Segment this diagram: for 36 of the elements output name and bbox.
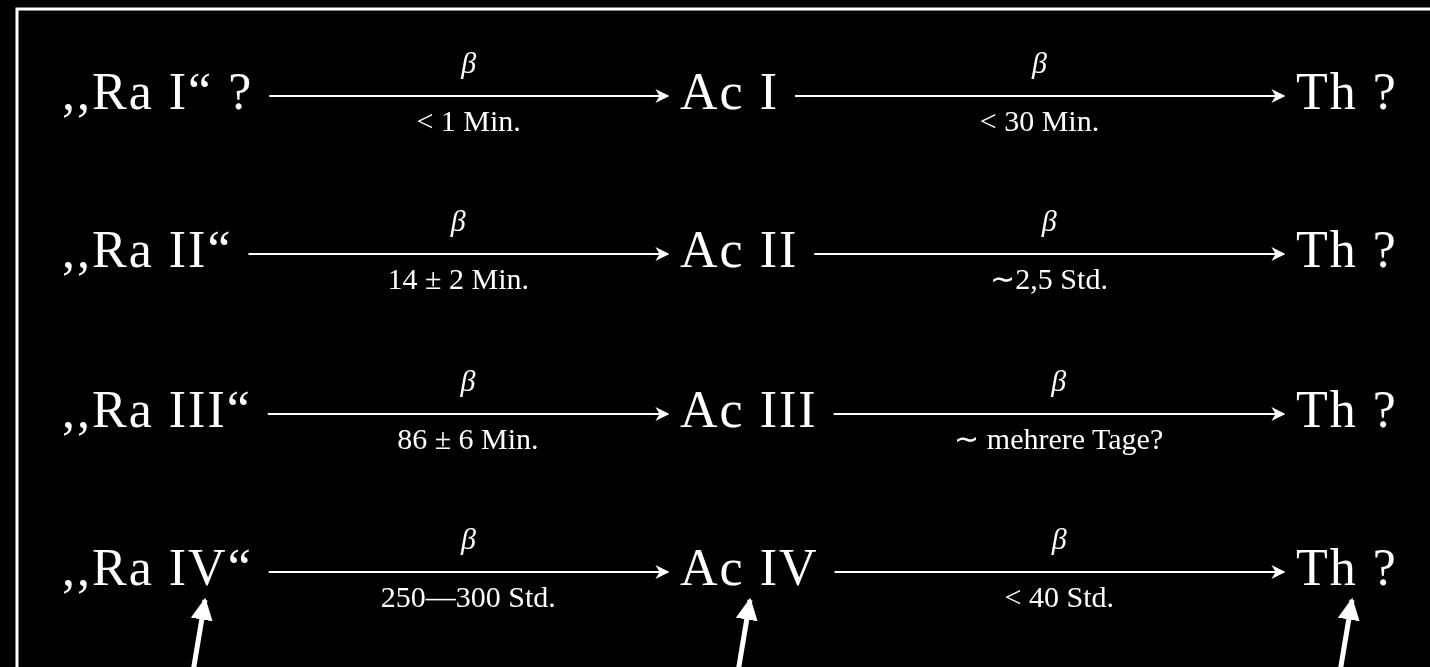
edge-label: β: [1051, 364, 1067, 398]
arrow: [813, 247, 1286, 261]
nuclide-label: ,,Ra I“ ?: [62, 64, 254, 120]
arrow: [267, 565, 670, 579]
arrow: [247, 247, 670, 261]
half-life-label: 14 ± 2 Min.: [387, 262, 529, 296]
nuclide-label: Ac II: [680, 222, 799, 278]
half-life-label: ∼2,5 Std.: [990, 262, 1108, 296]
nuclide-label: Th ?: [1296, 540, 1398, 596]
edge-label: β: [1051, 522, 1067, 556]
arrow: [793, 89, 1286, 103]
arrow: [266, 407, 670, 421]
arrow: [832, 407, 1286, 421]
nuclide-label: ,,Ra II“: [62, 222, 233, 278]
half-life-label: < 30 Min.: [979, 104, 1100, 138]
nuclide-label: ,,Ra IV“: [62, 540, 253, 596]
nuclide-label: ,,Ra III“: [62, 382, 252, 438]
half-life-label: 250—300 Std.: [380, 580, 556, 614]
edge-label: β: [461, 46, 477, 80]
edge-label: β: [460, 364, 476, 398]
nuclide-label: Th ?: [1296, 222, 1398, 278]
edge-label: β: [460, 522, 476, 556]
nuclide-label: Th ?: [1296, 382, 1398, 438]
nuclide-label: Ac IV: [680, 540, 819, 596]
nuclide-label: Ac I: [680, 64, 779, 120]
edge-label: β: [450, 204, 466, 238]
edge-label: β: [1032, 46, 1047, 80]
half-life-label: < 40 Std.: [1004, 580, 1114, 614]
arrow: [833, 565, 1286, 579]
half-life-label: 86 ± 6 Min.: [397, 422, 539, 456]
edge-label: β: [1041, 204, 1057, 238]
arrow: [268, 89, 670, 103]
nuclide-label: Ac III: [680, 382, 818, 438]
nuclide-label: Th ?: [1296, 64, 1398, 120]
half-life-label: < 1 Min.: [416, 104, 521, 138]
half-life-label: ∼ mehrere Tage?: [954, 422, 1164, 456]
